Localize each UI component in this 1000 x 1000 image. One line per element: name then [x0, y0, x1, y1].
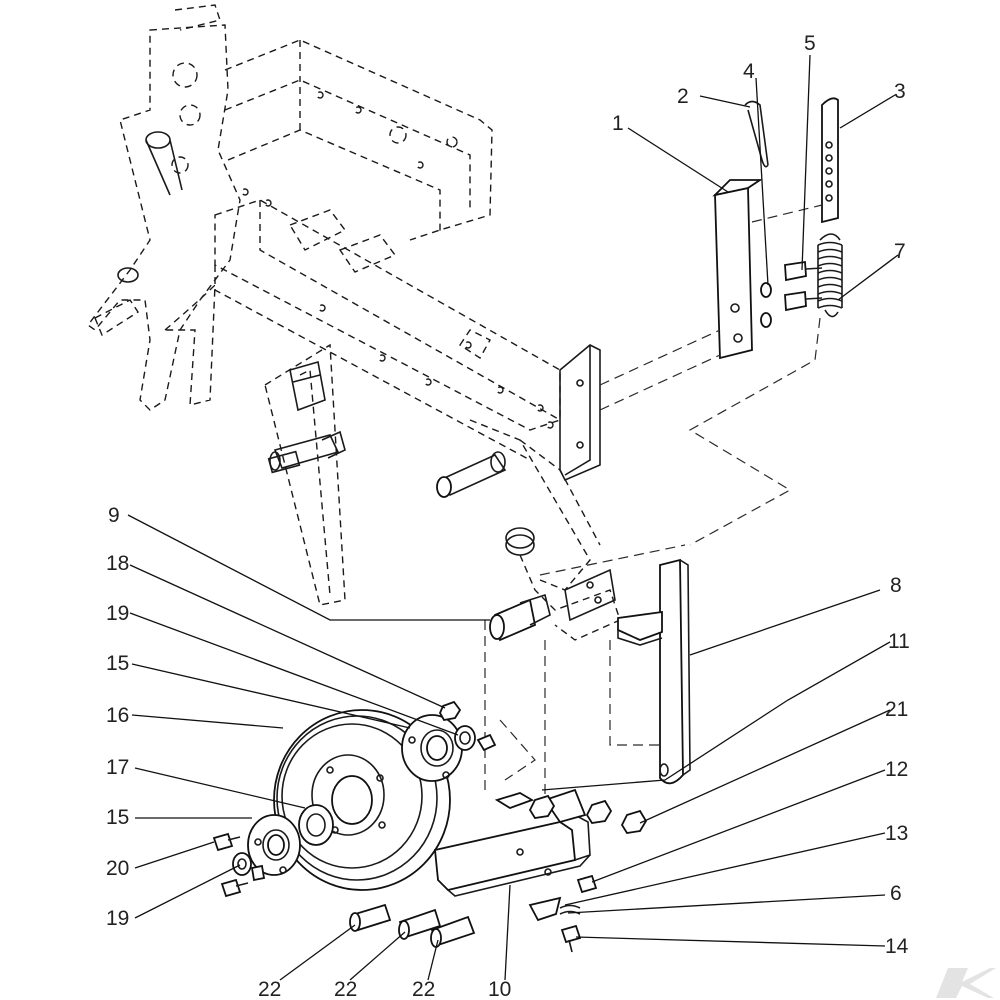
- part-7-tension-spring: [817, 233, 843, 318]
- callout-10: 10: [488, 978, 511, 1000]
- callout-1: 1: [612, 112, 624, 135]
- part-22-bolts: [349, 903, 476, 948]
- part-21-lock-nuts: [528, 794, 648, 834]
- callout-20: 20: [106, 857, 129, 880]
- frame-hardware: [267, 360, 621, 641]
- part-1-arm-plate: [712, 179, 763, 360]
- part-17-bearing: [298, 804, 334, 846]
- callout-8: 8: [890, 574, 902, 597]
- callout-6: 6: [890, 882, 902, 905]
- callout-2: 2: [677, 85, 689, 108]
- part-18-nut: [438, 700, 497, 752]
- callout-15-upper: 15: [106, 652, 129, 675]
- callout-7: 7: [894, 240, 906, 263]
- part-12-bolt: [576, 874, 598, 894]
- part-6-spring-washer: [559, 904, 581, 915]
- callout-19-lower: 19: [106, 907, 129, 930]
- machine-frame: [87, 4, 601, 606]
- part-15-flange-bearing-lower: [247, 814, 301, 876]
- callout-18: 18: [106, 552, 129, 575]
- leader-lines: [127, 54, 899, 981]
- callout-15-lower: 15: [106, 806, 129, 829]
- callout-22-a: 22: [258, 978, 281, 1000]
- callout-3: 3: [894, 80, 906, 103]
- callout-4: 4: [743, 60, 755, 83]
- callout-22-c: 22: [412, 978, 435, 1000]
- callout-5: 5: [804, 32, 816, 55]
- callout-19-upper: 19: [106, 602, 129, 625]
- part-3-adjust-strap: [821, 97, 839, 224]
- callout-21: 21: [885, 698, 908, 721]
- part-14-bolt: [560, 924, 582, 953]
- part-8-lever: [617, 558, 691, 785]
- callout-11: 11: [888, 630, 910, 653]
- part-13-clip: [528, 896, 562, 922]
- callout-12: 12: [885, 758, 908, 781]
- part-19-washer-upper: [454, 725, 476, 751]
- callout-17: 17: [106, 756, 129, 779]
- part-4-5-bolts: [760, 260, 823, 328]
- callout-13: 13: [885, 822, 908, 845]
- part-19-washer-lower: [232, 852, 266, 882]
- part-11-wear-pad: [494, 792, 535, 809]
- callout-labels: 1 2 3 4 5 7 8 9 18 19 15 16 11 21 17 12 …: [106, 32, 910, 1000]
- part-20-bolts: [212, 832, 249, 898]
- part-2-hair-pin: [744, 100, 769, 168]
- callout-14: 14: [885, 935, 909, 958]
- hidden-connection-lines: [484, 204, 823, 800]
- callout-22-b: 22: [334, 978, 357, 1000]
- part-10-idler-arm: [434, 788, 591, 897]
- part-9-spacer: [489, 593, 551, 642]
- callout-16: 16: [106, 704, 129, 727]
- callout-9: 9: [108, 504, 120, 527]
